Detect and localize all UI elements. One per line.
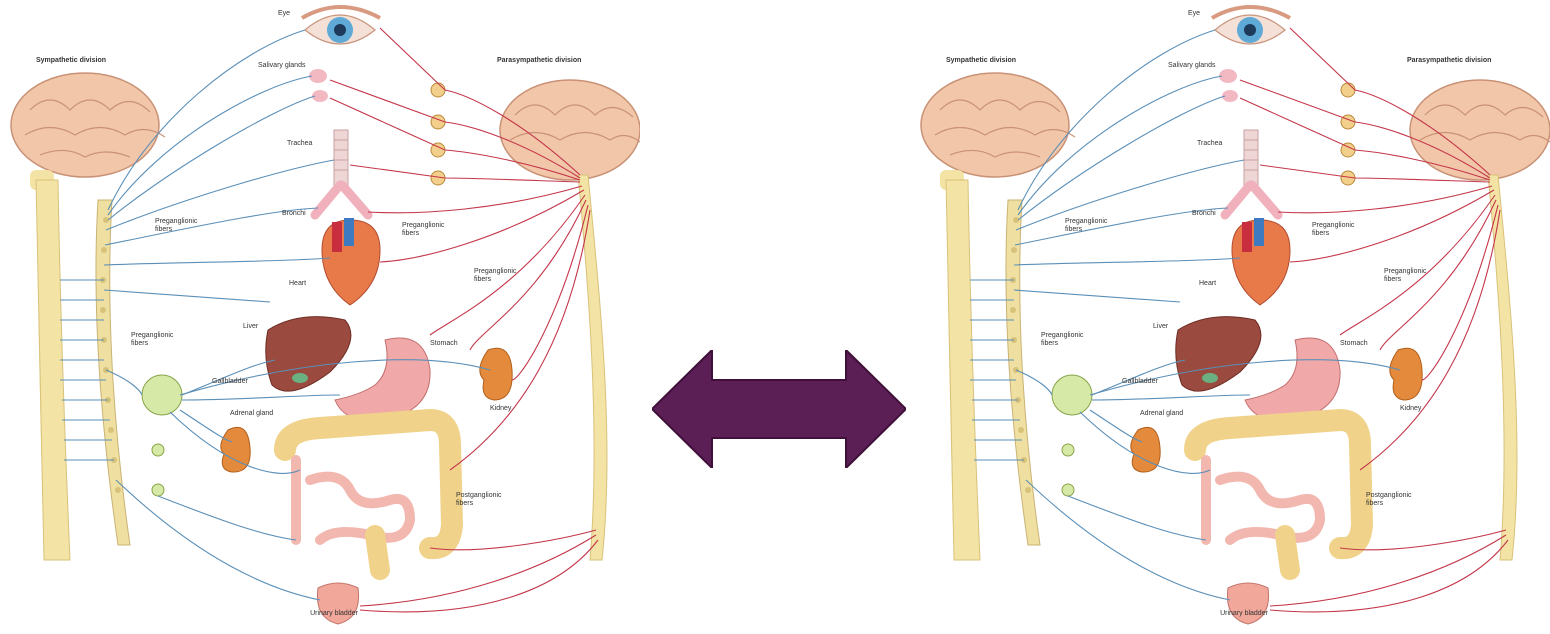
label-preganglionic-fibers-lower: Preganglionic fibers (1041, 332, 1089, 348)
label-preganglionic-fibers-upper: Preganglionic fibers (1065, 218, 1113, 234)
label-parasympathetic-division: Parasympathetic division (497, 57, 581, 65)
label-adrenal-gland: Adrenal gland (230, 410, 278, 418)
label-parasympathetic-division: Parasympathetic division (1407, 57, 1491, 65)
label-preganglionic-fibers-right: Preganglionic fibers (474, 268, 522, 284)
label-trachea: Trachea (287, 140, 312, 148)
label-preganglionic-fibers-center: Preganglionic fibers (402, 222, 450, 238)
label-heart: Heart (1199, 280, 1216, 288)
label-preganglionic-fibers-lower: Preganglionic fibers (131, 332, 179, 348)
label-sympathetic-division: Sympathetic division (36, 57, 106, 65)
label-liver: Liver (1153, 323, 1168, 331)
label-stomach: Stomach (1340, 340, 1368, 348)
label-liver: Liver (243, 323, 258, 331)
label-gallbladder: Gallbladder (212, 378, 248, 386)
diagram-art (910, 0, 1550, 634)
label-sympathetic-division: Sympathetic division (946, 57, 1016, 65)
label-kidney: Kidney (1400, 405, 1421, 413)
label-urinary-bladder: Urinary bladder (310, 610, 358, 618)
label-bronchi: Bronchi (282, 210, 306, 218)
label-urinary-bladder: Urinary bladder (1220, 610, 1268, 618)
label-bronchi: Bronchi (1192, 210, 1216, 218)
label-preganglionic-fibers-center: Preganglionic fibers (1312, 222, 1360, 238)
autonomic-diagram-right: Sympathetic division Parasympathetic div… (910, 0, 1550, 634)
double-arrow-icon (652, 350, 906, 468)
label-preganglionic-fibers-upper: Preganglionic fibers (155, 218, 203, 234)
label-salivary-glands: Salivary glands (258, 62, 306, 70)
label-adrenal-gland: Adrenal gland (1140, 410, 1188, 418)
label-eye: Eye (278, 10, 290, 18)
label-postganglionic-fibers: Postganglionic fibers (456, 492, 504, 508)
label-stomach: Stomach (430, 340, 458, 348)
label-eye: Eye (1188, 10, 1200, 18)
label-trachea: Trachea (1197, 140, 1222, 148)
label-heart: Heart (289, 280, 306, 288)
diagram-art (0, 0, 640, 634)
label-preganglionic-fibers-right: Preganglionic fibers (1384, 268, 1432, 284)
label-postganglionic-fibers: Postganglionic fibers (1366, 492, 1414, 508)
label-salivary-glands: Salivary glands (1168, 62, 1216, 70)
autonomic-diagram-left: Sympathetic division Parasympathetic div… (0, 0, 640, 634)
label-kidney: Kidney (490, 405, 511, 413)
label-gallbladder: Gallbladder (1122, 378, 1158, 386)
